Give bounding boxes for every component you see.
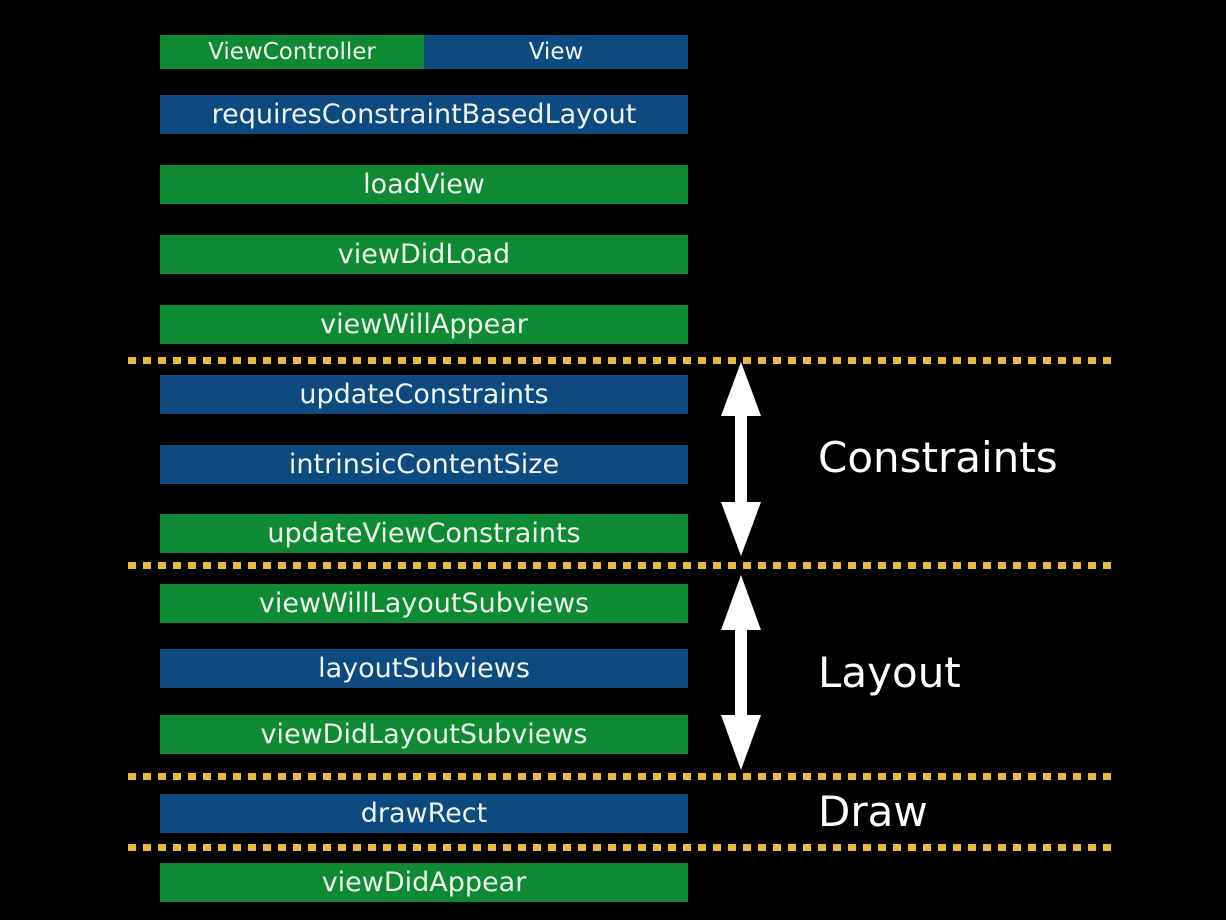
separator-before-layout: [128, 562, 1112, 569]
phase-label-constraints: Constraints: [818, 433, 1058, 482]
method-update-constraints: updateConstraints: [160, 375, 688, 414]
phase-label-layout: Layout: [818, 648, 961, 697]
method-update-view-constraints: updateViewConstraints: [160, 514, 688, 553]
separator-before-constraints: [128, 357, 1112, 364]
method-layout-subviews: layoutSubviews: [160, 649, 688, 688]
double-arrow-icon-constraints: [721, 362, 761, 556]
legend-view-controller: ViewController: [160, 35, 424, 69]
method-require-constraint-based-layout: requiresConstraintBasedLayout: [160, 95, 688, 134]
separator-before-draw: [128, 773, 1112, 780]
method-load-view: loadView: [160, 165, 688, 204]
method-draw-rect: drawRect: [160, 794, 688, 833]
method-view-will-appear: viewWillAppear: [160, 305, 688, 344]
phase-label-draw: Draw: [818, 787, 928, 836]
method-view-will-layout-subviews: viewWillLayoutSubviews: [160, 584, 688, 623]
legend: ViewController View: [160, 35, 688, 69]
method-view-did-layout-subviews: viewDidLayoutSubviews: [160, 715, 688, 754]
method-view-did-appear: viewDidAppear: [160, 863, 688, 902]
method-view-did-load: viewDidLoad: [160, 235, 688, 274]
double-arrow-icon-layout: [721, 575, 761, 770]
method-intrinsic-content-size: intrinsicContentSize: [160, 445, 688, 484]
separator-after-draw: [128, 844, 1112, 851]
legend-view: View: [424, 35, 688, 69]
